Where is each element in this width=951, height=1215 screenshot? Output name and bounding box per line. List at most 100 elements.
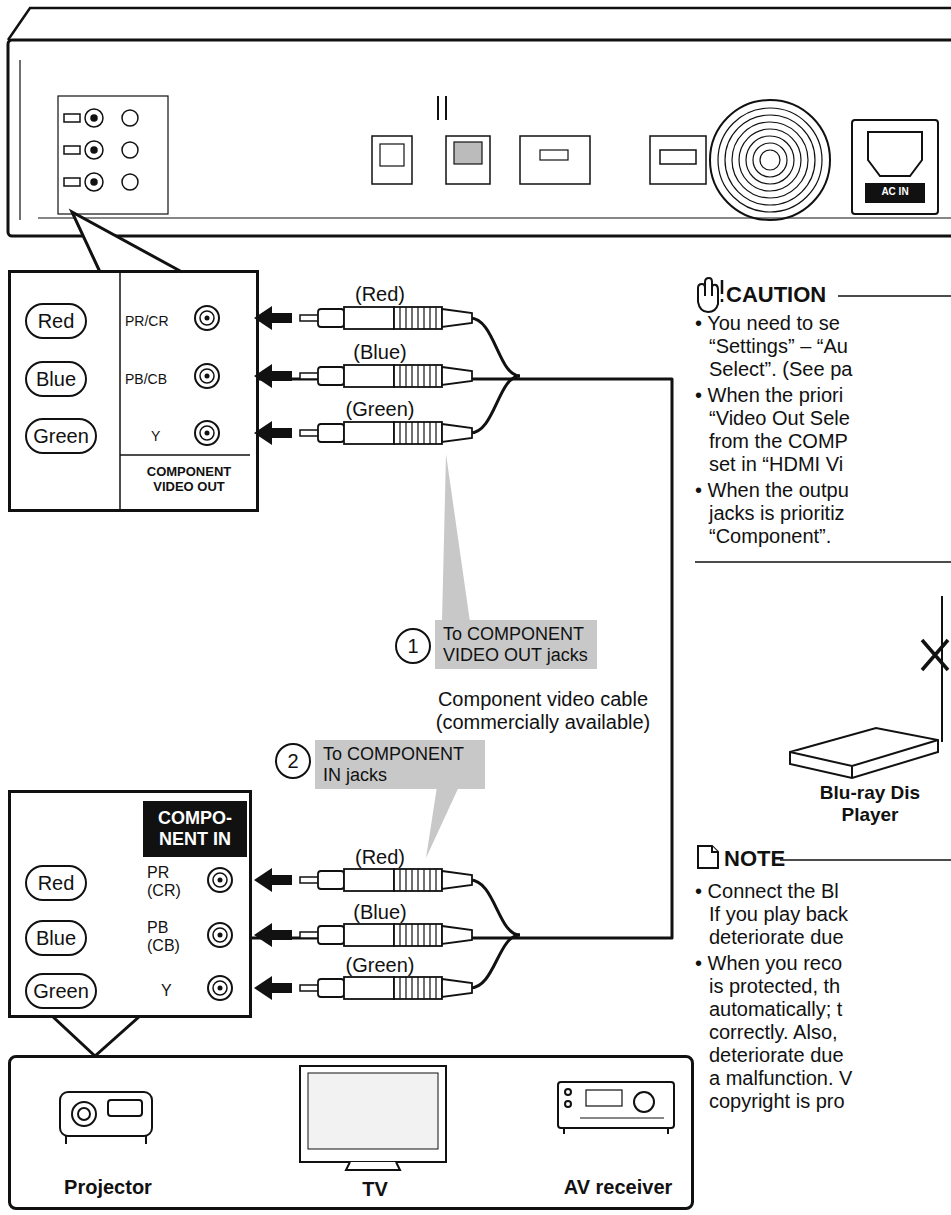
plug-grip: [411, 307, 412, 329]
plug-grip: [399, 422, 400, 444]
callout-pointer: [426, 780, 462, 858]
panel-jack: [91, 115, 97, 121]
plug-ring: [318, 926, 344, 944]
note-text: a malfunction. V: [709, 1067, 852, 1090]
rca-jack: [205, 316, 210, 321]
note-text: deteriorate due: [709, 926, 844, 949]
rear-panel: [454, 142, 482, 164]
plug-grip: [394, 924, 442, 946]
plug-grip: [429, 365, 430, 387]
caution-text: • You need to se: [695, 312, 840, 335]
plug-grip: [411, 365, 412, 387]
panel-jack: [91, 147, 97, 153]
caution-icon: [721, 280, 724, 302]
note-text: • When you reco: [695, 952, 842, 975]
plug-grip: [411, 869, 412, 891]
panel-jack-tag: [64, 114, 80, 122]
plug-boot: [442, 979, 472, 997]
panel-jack: [122, 110, 138, 126]
callout-text: To COMPONENT IN jacks: [323, 744, 464, 785]
direction-arrow: [254, 364, 292, 388]
caution-icon: [698, 278, 718, 312]
rca-jack: [195, 306, 232, 1000]
av-receiver-icon: [586, 1090, 622, 1106]
rear-panel: [372, 136, 412, 184]
plug-grip: [423, 977, 424, 999]
plug-body: [344, 307, 394, 329]
caution-text: “Settings” – “Au: [709, 335, 848, 358]
plug-ring: [318, 871, 344, 889]
caution-text: from the COMP: [709, 430, 848, 453]
plug-pin: [300, 877, 320, 883]
plug-grip: [405, 365, 406, 387]
plug-grip: [411, 924, 412, 946]
callout-box: To COMPONENT IN jacks: [315, 740, 485, 789]
cable-note: Component video cable (commercially avai…: [418, 688, 668, 734]
plug-ring: [318, 367, 344, 385]
zoom-pointer: [52, 1016, 140, 1056]
rca-jack: [218, 933, 223, 938]
panel-jack: [122, 142, 138, 158]
color-name: Green: [33, 425, 89, 448]
plug-pin: [300, 932, 320, 938]
color-tag: Red: [25, 303, 87, 339]
color-tag: Green: [25, 418, 97, 454]
node-text: Y: [151, 428, 181, 444]
cable: [470, 376, 520, 433]
rca-jack: [218, 878, 223, 883]
rear-panel: [438, 96, 446, 120]
rear-panel: [20, 60, 951, 220]
note-text: If you play back: [709, 903, 848, 926]
panel-jack-tag: [64, 178, 80, 186]
blu-ray-player-icon: [790, 596, 948, 778]
rca-jack: [205, 431, 210, 436]
device-name: Blu-ray Dis Player: [800, 782, 940, 826]
blu-ray-player-icon: [922, 640, 948, 670]
plug-grip: [417, 365, 418, 387]
node-text: AV receiver: [548, 1176, 688, 1199]
color-name: Green: [33, 980, 89, 1003]
fan-ring: [725, 115, 815, 205]
note-heading: NOTE: [724, 846, 785, 871]
caution-text: jacks is prioritiz: [709, 502, 845, 525]
node-text: TV: [345, 1178, 405, 1201]
rule-line: [695, 561, 951, 563]
plug-grip: [411, 422, 412, 444]
tv-icon: [300, 1066, 446, 1162]
plug-boot: [442, 367, 472, 385]
plug-grip: [394, 307, 442, 329]
plug-grip: [423, 422, 424, 444]
fan-ring: [739, 129, 801, 191]
plug-grip: [435, 307, 436, 329]
note-text: automatically; t: [709, 998, 842, 1021]
rca-jack: [195, 306, 219, 330]
rear-panel: [8, 40, 951, 236]
rear-panel: [8, 8, 951, 236]
color-name: Red: [38, 310, 75, 333]
note-text: deteriorate due: [709, 1044, 844, 1067]
caution-text: set in “HDMI Vi: [709, 453, 843, 476]
plug-boot: [442, 424, 472, 442]
plug-grip: [435, 422, 436, 444]
rule-line: [780, 859, 951, 861]
direction-arrow: [254, 976, 292, 1000]
note-icon: [698, 846, 718, 868]
rear-panel: [58, 96, 168, 214]
node-text: Y: [161, 982, 191, 1000]
blu-ray-player-icon: [790, 728, 938, 778]
plug-grip: [399, 924, 400, 946]
av-receiver-icon: [565, 1101, 571, 1107]
caution-text: • When the outpu: [695, 479, 849, 502]
note-icon: [698, 846, 718, 868]
cable: [470, 880, 520, 935]
rca-jack: [213, 873, 227, 887]
plug-color: (Green): [340, 954, 420, 977]
caution-text: • When the priori: [695, 384, 843, 407]
plug-grip: [423, 869, 424, 891]
rear-panel: [710, 100, 830, 220]
direction-arrow: [254, 421, 292, 445]
color-tag: Blue: [25, 920, 87, 956]
plug-grip: [429, 869, 430, 891]
plug-pin: [300, 430, 320, 436]
color-tag: Green: [25, 973, 97, 1009]
